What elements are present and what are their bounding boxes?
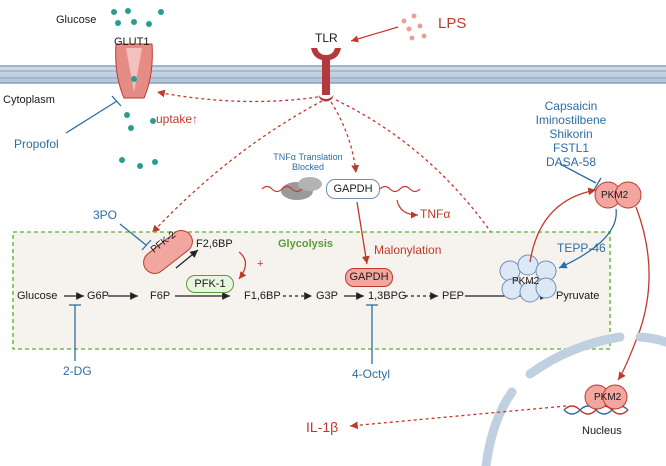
tlr-receptor xyxy=(311,48,341,102)
metabolite-g3p: G3P xyxy=(316,290,339,302)
glut1-label: GLUT1 xyxy=(114,36,150,48)
gapdh-to-tnfa-arrow xyxy=(396,199,419,219)
pkm2-nucleus-label: PKM2 xyxy=(594,392,622,403)
cytoplasm-label: Cytoplasm xyxy=(3,94,55,106)
nuclear-envelope xyxy=(481,332,666,466)
three-po-inhibit xyxy=(119,223,152,251)
uptake-label: uptake↑ xyxy=(156,112,199,126)
dimer-to-tetramer-arrow xyxy=(558,208,617,269)
tetramer-to-dimer-arrow xyxy=(529,187,597,263)
metabolite-f16bp: F1,6BP xyxy=(244,290,281,302)
f26bp-label: F2,6BP xyxy=(196,238,233,250)
metabolite-pep: PEP xyxy=(442,290,465,302)
il1b-arrow xyxy=(349,405,567,430)
four-octyl-inhibit xyxy=(366,304,378,364)
tlr-signal-arrows xyxy=(151,89,508,257)
pfk2-enzyme xyxy=(143,230,193,274)
glut1-transporter xyxy=(115,43,153,99)
pkm2-dimer-top xyxy=(594,181,642,209)
malonylation-label: Malonylation xyxy=(374,243,442,257)
nucleus-label: Nucleus xyxy=(582,425,622,437)
two-dg-inhibit xyxy=(69,304,81,361)
glycolysis-title: Glycolysis xyxy=(278,238,334,250)
cell-membrane xyxy=(0,65,666,84)
pfk2-to-f26bp-arrow xyxy=(175,249,199,269)
lps-to-tlr-arrow xyxy=(350,26,399,43)
malonylation-arrow xyxy=(356,201,370,265)
glucose-extracellular-label: Glucose xyxy=(56,14,97,26)
pfk1-box: PFK-1 xyxy=(186,275,234,293)
tnf-translation-blocked-label: TNFα Translation Blocked xyxy=(273,152,343,172)
pkm2-tetramer xyxy=(499,254,557,303)
mrna-left xyxy=(261,185,303,193)
gapdh-ribosome-box: GAPDH xyxy=(326,179,380,199)
mrna-right xyxy=(379,185,421,193)
glucose-molecules xyxy=(111,8,164,169)
activation-plus-label: + xyxy=(257,258,264,270)
propofol-label: Propofol xyxy=(14,137,59,151)
metabolite-f6p: F6P xyxy=(150,290,171,302)
three-po-label: 3PO xyxy=(93,208,118,222)
pkm2-inhibitors-list: Capsaicin Iminostilbene Shikorin FSTL1 D… xyxy=(535,99,607,169)
gapdh-malonylated-box: GAPDH xyxy=(345,268,393,287)
pkm2-dimer-top-label: PKM2 xyxy=(601,190,629,201)
lps-molecules xyxy=(401,13,427,41)
pkm2-to-nucleus-arrow xyxy=(617,206,650,381)
f26bp-activation-arrow xyxy=(238,251,247,280)
metabolite-13bpg: 1,3BPG xyxy=(368,290,407,302)
pkm2-dimer-nucleus xyxy=(584,384,628,410)
ribosome xyxy=(281,177,322,200)
il1b-label: IL-1β xyxy=(306,419,339,435)
two-dg-label: 2-DG xyxy=(63,364,92,378)
tlr-label: TLR xyxy=(315,31,338,45)
four-octyl-label: 4-Octyl xyxy=(352,367,391,381)
metabolite-pyruvate: Pyruvate xyxy=(556,290,600,302)
metabolite-g6p: G6P xyxy=(87,290,110,302)
propofol-inhibit xyxy=(65,95,122,134)
pkm2-tetramer-label: PKM2 xyxy=(512,276,540,287)
metabolite-glucose: Glucose xyxy=(17,290,58,302)
tnfa-label: TNFα xyxy=(420,207,451,221)
lps-label: LPS xyxy=(438,15,467,32)
tepp46-label: TEPP-46 xyxy=(557,241,606,255)
